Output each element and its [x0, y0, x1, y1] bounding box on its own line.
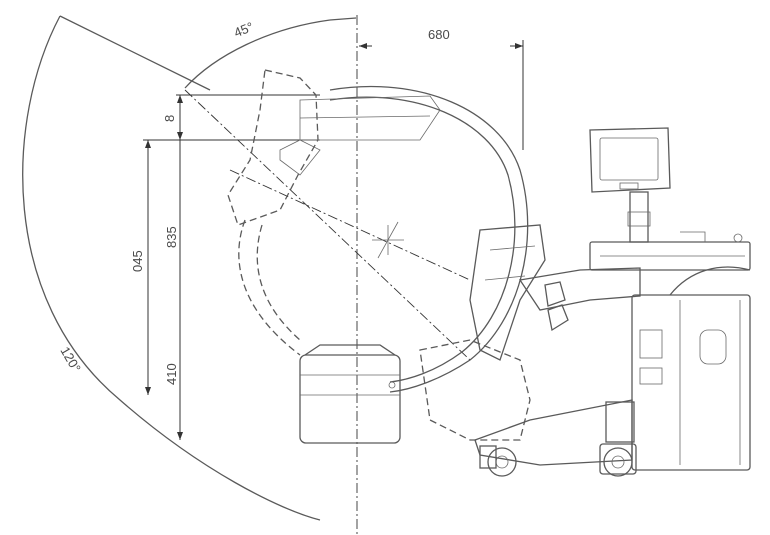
diagonal-axis-2	[229, 169, 471, 281]
gap-label-8: 8	[162, 115, 177, 122]
vertical-dimensions	[143, 94, 320, 440]
generator-block	[469, 224, 546, 361]
angle-label-120: 120°	[57, 344, 83, 375]
monitor	[589, 127, 671, 243]
height-label-410: 410	[164, 363, 179, 385]
c-arm-rotated-outline	[227, 69, 531, 441]
support-arm	[518, 231, 751, 332]
c-arm-ring	[279, 86, 529, 393]
wheels	[479, 443, 637, 477]
width-label-680: 680	[428, 27, 450, 42]
height-label-045: 045	[130, 250, 145, 272]
height-label-835: 835	[164, 226, 179, 248]
mobile-cart	[474, 266, 751, 471]
diagonal-axis	[184, 89, 471, 361]
sweep-arc-120	[22, 15, 357, 521]
angle-label-45: 45°	[232, 19, 256, 40]
image-detector	[299, 344, 401, 444]
dimension-680	[359, 40, 524, 150]
isocenter-cross	[372, 221, 404, 259]
